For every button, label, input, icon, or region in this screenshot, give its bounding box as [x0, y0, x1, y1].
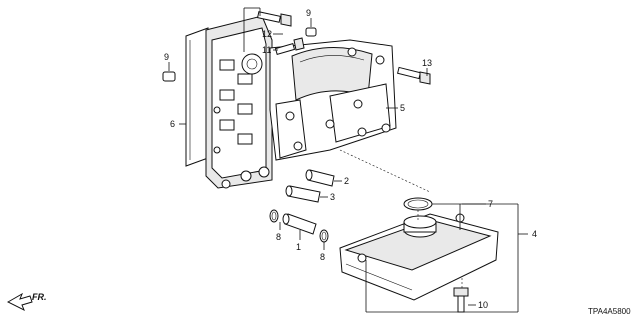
dowel-pin-9-upper [305, 27, 317, 37]
callout-7: 7 [488, 199, 493, 209]
callout-8-left: 8 [276, 232, 281, 242]
leader-lines [168, 7, 528, 313]
callout-12: 12 [262, 29, 272, 39]
callout-13: 13 [422, 58, 432, 68]
separator-plate [185, 27, 209, 167]
valve-body [205, 15, 273, 189]
callout-5: 5 [400, 103, 405, 113]
callout-9-left: 9 [164, 52, 169, 62]
callout-8-right: 8 [320, 252, 325, 262]
bolt-11 [274, 37, 305, 55]
callout-2: 2 [344, 176, 349, 186]
front-direction-arrow: FR. [6, 292, 47, 312]
oil-pipe-3 [285, 185, 321, 203]
bolt-10 [453, 287, 469, 313]
front-label: FR. [32, 292, 47, 302]
callout-11: 11 [262, 45, 271, 55]
callout-4: 4 [532, 229, 537, 239]
dowel-pin-9-left [162, 71, 176, 82]
diagram-code: TPA4A5800 [588, 307, 631, 316]
oil-pipe-2 [305, 169, 335, 187]
o-ring-7 [403, 197, 433, 211]
bolt-12 [257, 11, 292, 27]
o-ring-8-left [269, 209, 279, 223]
callout-1: 1 [296, 242, 301, 252]
oil-pipe-1 [282, 213, 317, 235]
o-ring-8-right [319, 229, 329, 243]
callout-6: 6 [170, 119, 175, 129]
callout-3: 3 [330, 192, 335, 202]
callout-10: 10 [478, 300, 488, 310]
bolt-13 [396, 66, 431, 85]
valve-body-bracket [269, 39, 397, 161]
callout-9-upper: 9 [306, 8, 311, 18]
strainer [339, 213, 499, 301]
